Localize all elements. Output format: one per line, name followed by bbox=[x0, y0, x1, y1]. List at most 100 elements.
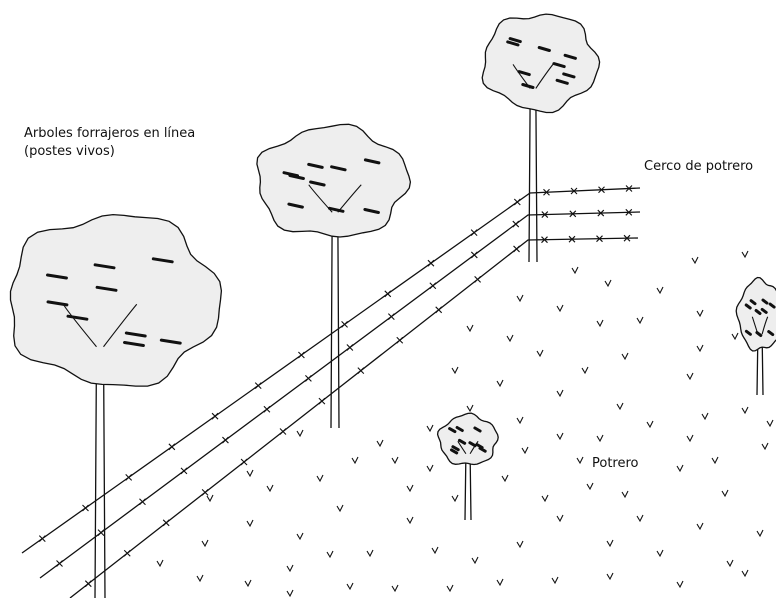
wire-barb bbox=[202, 489, 208, 495]
grass-tuft bbox=[352, 457, 358, 463]
grass-tuft bbox=[742, 407, 748, 413]
grass-tuft bbox=[392, 457, 398, 463]
wire-barb bbox=[471, 252, 477, 258]
grass-tuft bbox=[207, 495, 213, 501]
grass-tuft bbox=[197, 575, 203, 581]
grass-tuft bbox=[742, 570, 748, 576]
tree-canopy bbox=[438, 413, 499, 464]
wire-barb bbox=[57, 560, 63, 566]
grass-tuft bbox=[702, 413, 708, 419]
grass-tuft bbox=[552, 577, 558, 583]
tree-trunk bbox=[529, 88, 537, 262]
wire-barb bbox=[428, 260, 434, 266]
grass-tuft bbox=[557, 515, 563, 521]
wire-barb bbox=[358, 368, 364, 374]
tree-canopy bbox=[736, 278, 776, 352]
grass-tuft bbox=[432, 547, 438, 553]
label-fodder-trees-line1: Arboles forrajeros en línea bbox=[24, 125, 195, 143]
grass-tuft bbox=[497, 579, 503, 585]
wire-barb bbox=[181, 468, 187, 474]
tree-far-right bbox=[736, 278, 776, 396]
tree-left bbox=[11, 215, 222, 598]
label-pasture: Potrero bbox=[592, 455, 639, 473]
label-fodder-trees: Arboles forrajeros en línea (postes vivo… bbox=[24, 125, 195, 161]
grass-tuft bbox=[502, 475, 508, 481]
label-fodder-trees-line2: (postes vivos) bbox=[24, 143, 195, 161]
grass-tuft bbox=[427, 465, 433, 471]
grass-tuft bbox=[337, 505, 343, 511]
grass-tuft bbox=[247, 520, 253, 526]
grass-tuft bbox=[247, 470, 253, 476]
tree-canopy bbox=[482, 14, 599, 112]
wire-barb bbox=[430, 283, 436, 289]
tree-canopy bbox=[11, 215, 222, 387]
wire-barb bbox=[124, 550, 130, 556]
grass-tuft bbox=[757, 530, 763, 536]
grass-tuft bbox=[607, 573, 613, 579]
grass-tuft bbox=[742, 251, 748, 257]
grass-tuft bbox=[657, 287, 663, 293]
wire-barb bbox=[139, 499, 145, 505]
wire-barb bbox=[319, 398, 325, 404]
tree-trunk bbox=[331, 212, 339, 428]
grass-tuft bbox=[202, 540, 208, 546]
grass-tuft bbox=[557, 433, 563, 439]
grass-tuft bbox=[537, 350, 543, 356]
wire-barb bbox=[255, 383, 261, 389]
wire-barb bbox=[39, 536, 45, 542]
wire-barb bbox=[98, 530, 104, 536]
grass-tuft bbox=[687, 373, 693, 379]
grass-tuft bbox=[622, 353, 628, 359]
wire-barb bbox=[475, 276, 481, 282]
grass-tuft bbox=[557, 390, 563, 396]
wire-barb bbox=[264, 406, 270, 412]
grass-tuft bbox=[472, 557, 478, 563]
wire-barb bbox=[436, 307, 442, 313]
grass-tuft bbox=[367, 550, 373, 556]
wire-barb bbox=[385, 291, 391, 297]
grass-tuft bbox=[712, 457, 718, 463]
grass-tuft bbox=[467, 405, 473, 411]
grass-tuft bbox=[597, 435, 603, 441]
grass-tuft bbox=[452, 495, 458, 501]
tree-small bbox=[438, 413, 499, 520]
grass-tuft bbox=[617, 403, 623, 409]
grass-tuft bbox=[677, 465, 683, 471]
grass-tuft bbox=[245, 580, 251, 586]
wire-barb bbox=[513, 221, 519, 227]
grass-tuft bbox=[677, 581, 683, 587]
grass-tuft bbox=[557, 305, 563, 311]
grass-tuft bbox=[427, 425, 433, 431]
wire-barb bbox=[347, 344, 353, 350]
grass-tuft bbox=[297, 430, 303, 436]
grass-tuft bbox=[507, 335, 513, 341]
wire-barb bbox=[163, 520, 169, 526]
wire-barb bbox=[241, 459, 247, 465]
grass-tuft bbox=[762, 443, 768, 449]
grass-tuft bbox=[267, 485, 273, 491]
grass-tuft bbox=[517, 541, 523, 547]
wire-barb bbox=[212, 413, 218, 419]
grass-tuft bbox=[327, 551, 333, 557]
grass-tuft bbox=[767, 420, 773, 426]
grass-tuft bbox=[407, 517, 413, 523]
grass-tuft bbox=[392, 585, 398, 591]
grass-tuft bbox=[577, 457, 583, 463]
tree-canopy bbox=[257, 124, 411, 237]
grass-tuft bbox=[467, 325, 473, 331]
wire-barb bbox=[83, 505, 89, 511]
grass-tuft bbox=[452, 367, 458, 373]
grass-tuft bbox=[657, 550, 663, 556]
grass-tuft bbox=[347, 583, 353, 589]
wire-barb bbox=[514, 246, 520, 252]
grass-tuft bbox=[407, 485, 413, 491]
grass-tuft bbox=[637, 317, 643, 323]
grass-tuft bbox=[587, 483, 593, 489]
grass-tuft bbox=[622, 491, 628, 497]
wire-barb bbox=[222, 437, 228, 443]
grass-tuft bbox=[597, 320, 603, 326]
wire-barb bbox=[397, 337, 403, 343]
label-pasture-fence: Cerco de potrero bbox=[644, 158, 753, 176]
grass-tuft bbox=[687, 435, 693, 441]
